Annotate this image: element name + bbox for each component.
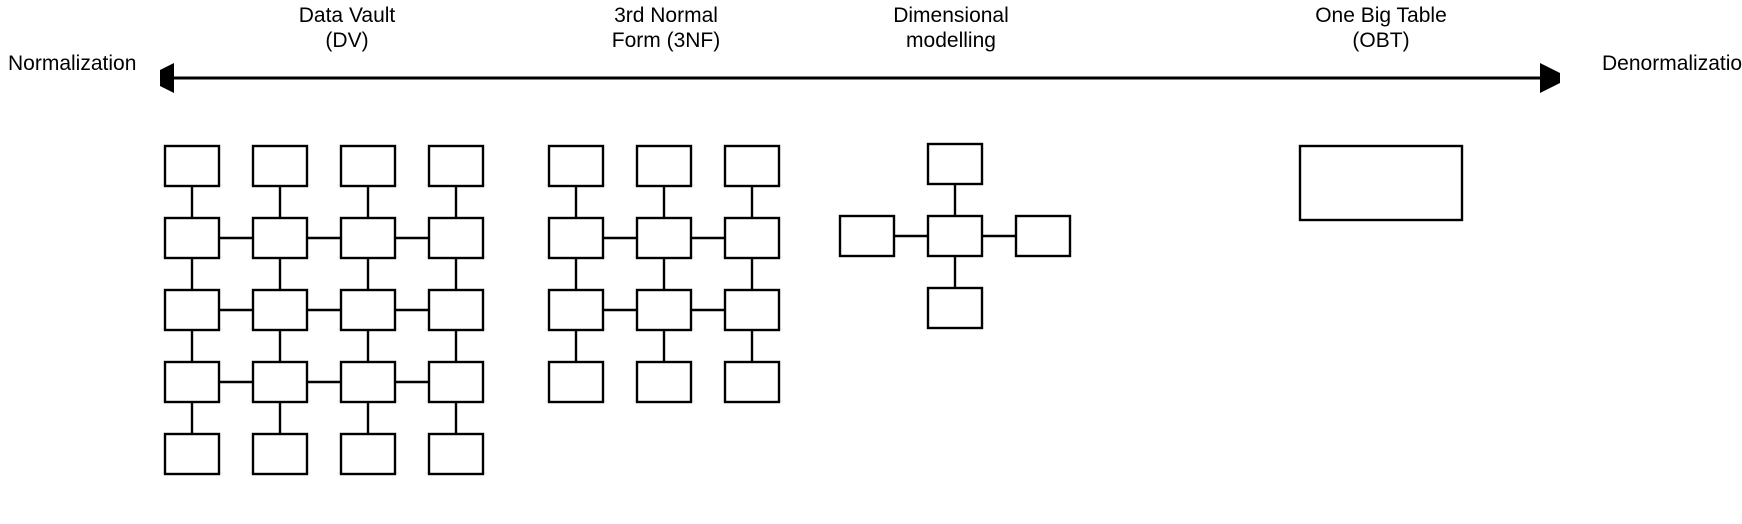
- schema-node-box-center: [926, 214, 984, 258]
- schema-dimensional-modelling: [838, 142, 1072, 330]
- schema-node-box: [427, 360, 485, 404]
- schema-node-box-bottom: [926, 286, 984, 330]
- schema-node-box: [163, 288, 221, 332]
- schema-third-normal-form: [547, 144, 781, 404]
- caption-dimensional-modelling: Dimensional modelling: [820, 3, 1082, 53]
- schema-node-box: [547, 216, 605, 260]
- schema-node-box: [723, 216, 781, 260]
- schema-node-box: [635, 288, 693, 332]
- schema-node-box: [547, 360, 605, 404]
- schema-node-box: [251, 144, 309, 188]
- schema-node-box: [427, 432, 485, 476]
- caption-third-normal-form-line2: Form (3NF): [611, 29, 721, 52]
- schema-node-box: [635, 216, 693, 260]
- caption-dimensional-modelling-line2: modelling: [906, 29, 996, 52]
- caption-data-vault-line1: Data Vault: [298, 4, 396, 27]
- schema-node-box-top: [926, 142, 984, 186]
- schema-node-box: [635, 144, 693, 188]
- caption-data-vault-line2: (DV): [325, 29, 369, 52]
- schema-node-box: [635, 360, 693, 404]
- schema-node-box: [339, 432, 397, 476]
- caption-third-normal-form: 3rd Normal Form (3NF): [528, 3, 804, 53]
- schema-one-big-table-box: [1298, 144, 1464, 222]
- schema-node-box: [723, 288, 781, 332]
- axis-label-normalization: Normalization: [8, 52, 137, 75]
- schema-data-vault: [163, 144, 485, 476]
- caption-dimensional-modelling-line1: Dimensional: [893, 4, 1009, 27]
- schema-one-big-table: [1298, 144, 1464, 222]
- schema-node-box: [339, 144, 397, 188]
- schema-node-box: [163, 144, 221, 188]
- caption-one-big-table-line2: (OBT): [1352, 29, 1410, 52]
- schema-node-box: [339, 216, 397, 260]
- caption-data-vault: Data Vault (DV): [182, 3, 512, 53]
- schema-node-box: [163, 432, 221, 476]
- caption-one-big-table-line1: One Big Table: [1315, 4, 1447, 27]
- schema-node-box: [163, 360, 221, 404]
- schema-node-box: [547, 144, 605, 188]
- spectrum-arrow-icon: [160, 63, 1560, 93]
- caption-third-normal-form-line1: 3rd Normal: [614, 4, 718, 27]
- schema-node-box: [251, 216, 309, 260]
- schema-node-box: [427, 288, 485, 332]
- schema-node-box: [251, 432, 309, 476]
- schema-node-box: [723, 144, 781, 188]
- schema-node-box: [427, 144, 485, 188]
- schema-node-box: [163, 216, 221, 260]
- schema-node-box: [251, 360, 309, 404]
- axis-label-denormalization: Denormalization: [1602, 52, 1742, 75]
- schema-node-box: [547, 288, 605, 332]
- caption-one-big-table: One Big Table (OBT): [1300, 3, 1462, 53]
- schema-node-box: [723, 360, 781, 404]
- schema-node-box: [427, 216, 485, 260]
- schema-node-box-left: [838, 214, 896, 258]
- schema-node-box: [339, 360, 397, 404]
- schema-node-box-right: [1014, 214, 1072, 258]
- schema-node-box: [339, 288, 397, 332]
- schema-node-box: [251, 288, 309, 332]
